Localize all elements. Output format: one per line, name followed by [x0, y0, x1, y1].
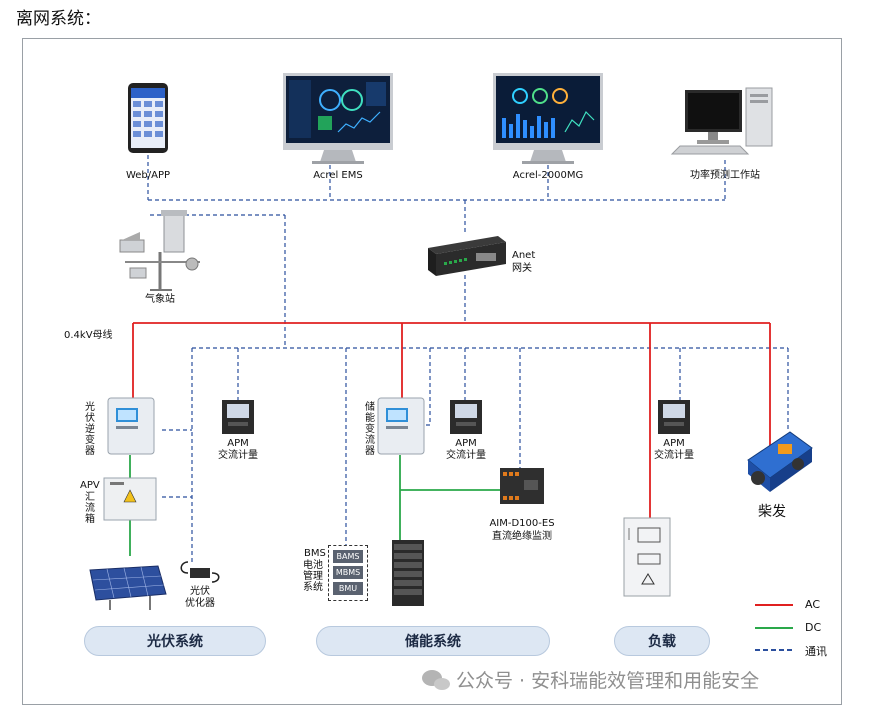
- mbms-box: MBMS: [333, 566, 363, 579]
- pv-inverter-icon: [107, 397, 155, 455]
- load-cabinet-icon: [623, 517, 671, 597]
- bams-box: BAMS: [333, 550, 363, 563]
- combiner-label: 汇流箱: [85, 492, 95, 525]
- diesel-label: 柴发: [758, 504, 786, 520]
- pcs-icon: [377, 397, 425, 455]
- solar-panel-icon: [89, 565, 167, 610]
- diagram-frame: [22, 38, 842, 705]
- ac-lines: [132, 322, 771, 518]
- weather-station-label: 气象站: [145, 294, 175, 305]
- gateway-sub-label: 网关: [512, 263, 532, 274]
- apm-1-sub-label: 交流计量: [218, 450, 258, 461]
- battery-rack-icon: [392, 540, 424, 606]
- bmu-box: BMU: [333, 582, 363, 595]
- legend-dc-label: DC: [805, 621, 822, 634]
- page-title: 离网系统：: [16, 9, 101, 29]
- comm-lines: [147, 155, 789, 562]
- bms-title-label: BMS: [304, 548, 326, 559]
- diesel-generator-icon: [747, 431, 813, 492]
- pcs-label: 储能变流器: [365, 402, 375, 457]
- load-pill: 负载: [614, 626, 710, 656]
- apm-3-label: APM: [663, 438, 685, 449]
- bms-box: [328, 545, 368, 601]
- forecast-workstation-label: 功率预测工作站: [690, 170, 760, 181]
- legend-comm-label: 通讯: [805, 645, 827, 658]
- combiner-box-icon: [103, 477, 157, 521]
- wechat-icon: [422, 670, 450, 690]
- apm-2-label: APM: [455, 438, 477, 449]
- ems-monitor-icon: [283, 73, 393, 164]
- pv-inverter-label: 光伏逆变器: [85, 402, 95, 457]
- apm-meter-icon-3: [658, 400, 690, 434]
- acrel-2000mg-label: Acrel-2000MG: [512, 170, 584, 181]
- apm-meter-icon-2: [450, 400, 482, 434]
- insulation-monitor-icon: [500, 468, 544, 504]
- gateway-icon: [428, 236, 506, 276]
- apm-meter-icon-1: [222, 400, 254, 434]
- web-app-label: Web/APP: [125, 170, 171, 181]
- dc-lines: [129, 455, 500, 556]
- bus-label: 0.4kV母线: [64, 330, 113, 341]
- acrel-ems-label: Acrel EMS: [313, 170, 363, 181]
- watermark: 公众号 · 安科瑞能效管理和用能安全: [456, 670, 760, 692]
- pv-system-pill: 光伏系统: [84, 626, 266, 656]
- apm-3-sub-label: 交流计量: [654, 450, 694, 461]
- apv-label: APV: [80, 480, 100, 491]
- apm-1-label: APM: [227, 438, 249, 449]
- legend-ac-label: AC: [805, 598, 821, 611]
- bms-lines-label: 电池管理系统: [303, 560, 323, 593]
- weather-station-icon: [119, 210, 200, 291]
- pv-optimizer-label-2: 优化器: [185, 598, 215, 609]
- aim-model-label: AIM-D100-ES: [489, 518, 555, 529]
- pv-optimizer-icon: [180, 561, 220, 583]
- workstation-icon: [670, 87, 773, 155]
- storage-system-pill: 储能系统: [316, 626, 550, 656]
- gateway-label: Anet: [512, 250, 536, 261]
- pv-optimizer-label-1: 光伏: [190, 586, 210, 597]
- aim-sub-label: 直流绝缘监测: [492, 531, 552, 542]
- mg-monitor-icon: [493, 73, 603, 164]
- phone-icon: [128, 83, 168, 153]
- apm-2-sub-label: 交流计量: [446, 450, 486, 461]
